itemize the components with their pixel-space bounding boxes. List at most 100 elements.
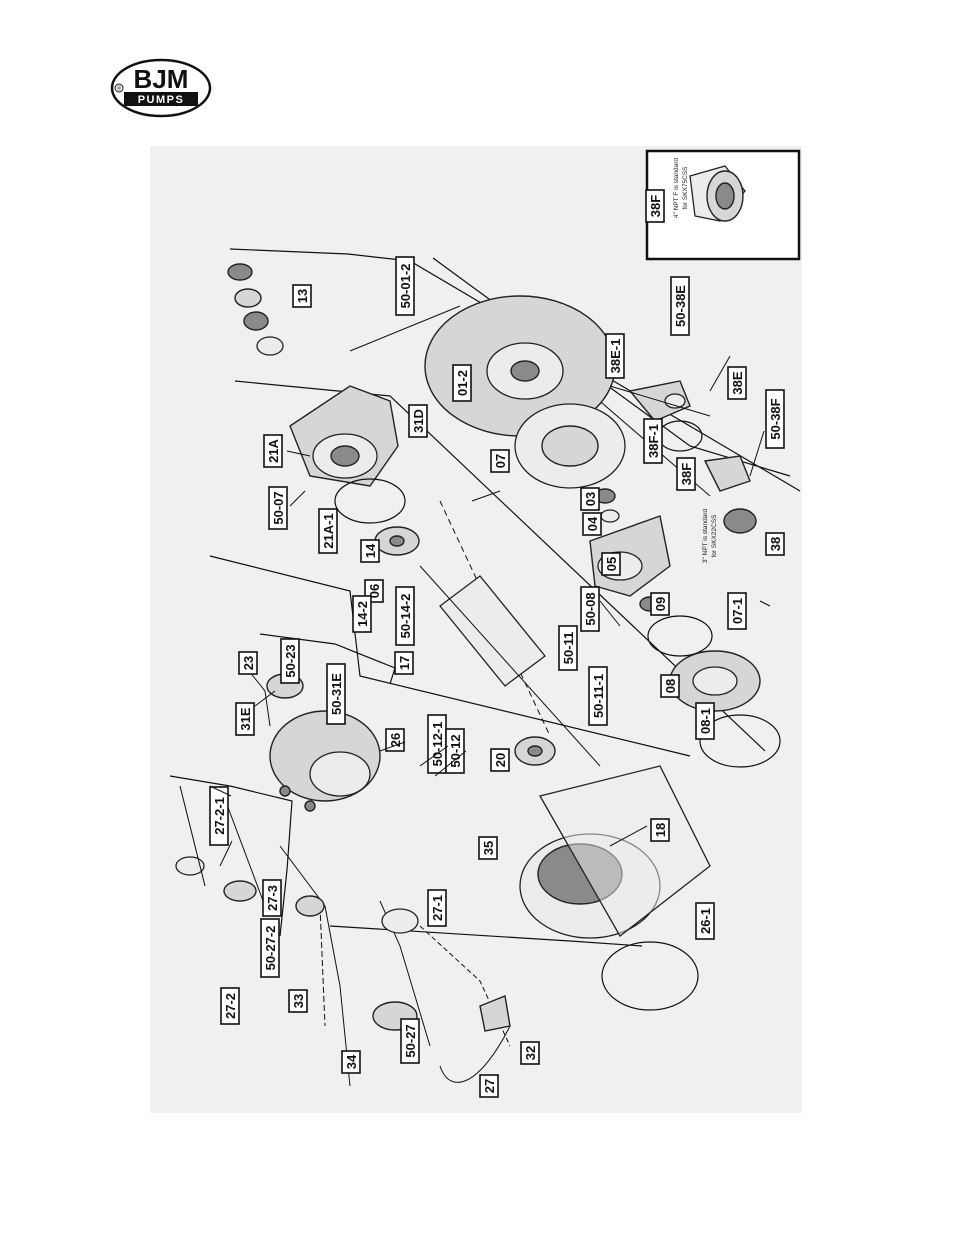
callout-50-11-1-text: 50-11-1: [591, 674, 606, 718]
callout-03-text: 03: [583, 492, 598, 506]
bjm-pumps-logo: BJM PUMPS ®: [110, 58, 212, 118]
callout-50-38F-text: 50-38F: [768, 398, 783, 439]
rotor-17: [419, 565, 601, 767]
side-note-line1: 3" NPT is standard: [702, 509, 709, 564]
callout-50-27-2-text: 50-27-2: [263, 926, 278, 971]
callout-05-text: 05: [604, 557, 619, 571]
flange-38F: [703, 455, 751, 492]
bearing-20: [514, 736, 556, 766]
callout-14-2: 14-2: [352, 595, 372, 633]
callout-27-text: 27: [482, 1079, 497, 1093]
inset-note-line1: 4" NPT F is standard: [673, 158, 680, 218]
callout-14: 14: [360, 539, 380, 563]
callout-07-text: 07: [493, 454, 508, 468]
callout-38E-text: 38E: [730, 371, 745, 394]
callout-04: 04: [582, 512, 602, 536]
callout-35-text: 35: [481, 841, 496, 855]
callout-50-01-2-text: 50-01-2: [398, 264, 413, 309]
callout-27-3-text: 27-3: [265, 885, 280, 911]
callout-50-31E: 50-31E: [326, 663, 346, 725]
callout-38F-1-text: 38F-1: [646, 424, 661, 458]
callout-08: 08: [660, 674, 680, 698]
callout-31D-text: 31D: [411, 409, 426, 433]
callout-32-text: 32: [523, 1046, 538, 1060]
stator-housing-18: [519, 765, 711, 939]
side-note-line2: for SKX22CSS: [711, 514, 718, 558]
callout-38-text: 38: [768, 537, 783, 551]
callout-50-38E-text: 50-38E: [673, 285, 688, 327]
callout-27-2-1: 27-2-1: [209, 786, 229, 846]
callout-32: 32: [520, 1041, 540, 1065]
callout-34: 34: [341, 1050, 361, 1074]
callout-23: 23: [238, 651, 258, 675]
wear-plate-07: [514, 403, 626, 489]
callout-27-1-text: 27-1: [430, 895, 445, 921]
callout-50-11-text: 50-11: [561, 632, 576, 665]
callout-38E-1-text: 38E-1: [608, 339, 623, 374]
callout-03: 03: [580, 487, 600, 511]
registered-mark: ®: [117, 86, 122, 93]
logo-brand-text: BJM: [134, 64, 189, 94]
oring-08-1: [699, 714, 781, 768]
callout-21A-text: 21A: [266, 438, 281, 462]
seal-plate-08: [669, 650, 761, 712]
callout-05: 05: [601, 552, 621, 576]
callout-35: 35: [478, 836, 498, 860]
callout-27-1: 27-1: [427, 889, 447, 927]
callout-33: 33: [288, 989, 308, 1013]
washers-03-04: [594, 488, 620, 523]
callout-27-2-1-text: 27-2-1: [212, 797, 227, 835]
callout-27-2-text: 27-2: [223, 993, 238, 1019]
callout-50-12-1-text: 50-12-1: [430, 722, 445, 767]
callout-21A: 21A: [263, 434, 283, 468]
oring-26-1: [601, 941, 699, 1011]
cable-27-2-assembly: [175, 785, 325, 917]
callout-09-text: 09: [653, 597, 668, 611]
bearing-14: [374, 526, 420, 556]
bearing-set-13: [227, 263, 284, 356]
upper-housing-21A: [289, 385, 399, 487]
callout-21A-1: 21A-1: [318, 508, 338, 554]
callout-27: 27: [479, 1074, 499, 1098]
callout-38F-1: 38F-1: [643, 418, 663, 464]
exploded-parts-diagram: 4" NPT F is standard for SKX75CSS 3" NPT…: [169, 149, 801, 1098]
inset-38F: [645, 149, 801, 261]
callout-38F: 38F: [676, 457, 696, 491]
callout-50-01-2: 50-01-2: [395, 256, 415, 316]
callout-50-14-2-text: 50-14-2: [398, 594, 413, 639]
callout-50-27-text: 50-27: [403, 1024, 418, 1057]
callout-50-38E: 50-38E: [670, 276, 690, 336]
callout-50-14-2: 50-14-2: [395, 586, 415, 646]
callout-23-text: 23: [241, 656, 256, 670]
callout-21A-1-text: 21A-1: [321, 513, 336, 548]
callout-08-1: 08-1: [695, 702, 715, 740]
callout-20-text: 20: [493, 753, 508, 767]
callout-50-07: 50-07: [268, 486, 288, 530]
callout-50-07-text: 50-07: [271, 491, 286, 524]
callout-04-text: 04: [585, 516, 600, 531]
callout-50-27-2: 50-27-2: [260, 918, 280, 978]
callout-06-text: 06: [367, 584, 382, 598]
callout-50-38F: 50-38F: [765, 389, 785, 449]
discharge-38E: [609, 380, 711, 422]
callout-38F-text: 38F: [679, 463, 694, 485]
callout-50-11: 50-11: [558, 625, 578, 671]
callout-13-text: 13: [295, 289, 310, 303]
callout-50-27: 50-27: [400, 1018, 420, 1064]
inset-note-line2: for SKX75CSS: [682, 166, 689, 210]
callout-26-1: 26-1: [695, 902, 715, 940]
callout-50-23: 50-23: [280, 638, 300, 684]
callout-50-12-text: 50-12: [448, 734, 463, 767]
callout-31E: 31E: [235, 702, 255, 736]
callout-50-08: 50-08: [580, 586, 600, 632]
callout-14-text: 14: [363, 543, 378, 558]
callout-33-text: 33: [291, 994, 306, 1008]
callout-14-2-text: 14-2: [355, 601, 370, 627]
callout-07-1-text: 07-1: [730, 598, 745, 624]
callout-34-text: 34: [344, 1054, 359, 1069]
callout-09: 09: [650, 592, 670, 616]
label-leaders: [209, 355, 765, 867]
callout-18-text: 18: [653, 823, 668, 837]
callout-50-23-text: 50-23: [283, 644, 298, 677]
callout-01-2: 01-2: [452, 364, 472, 402]
